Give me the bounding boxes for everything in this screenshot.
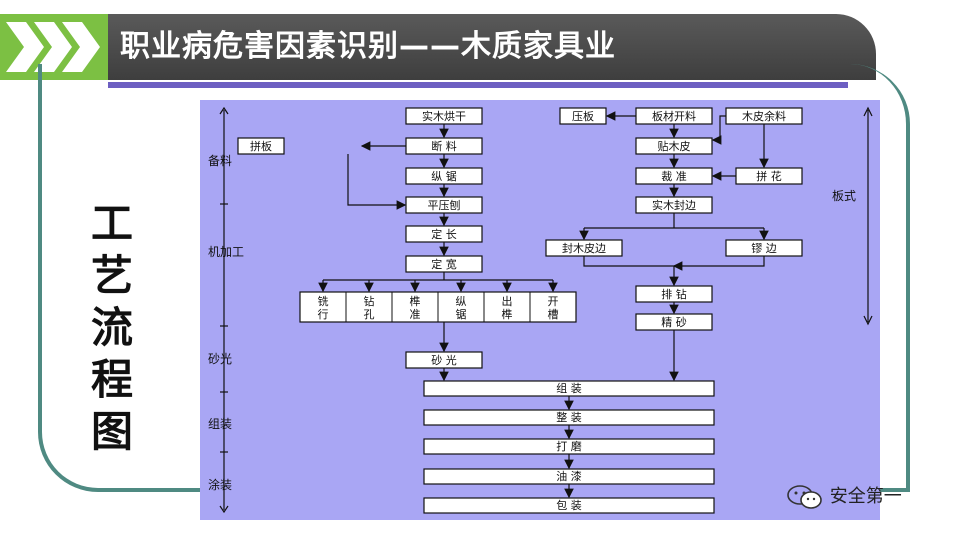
process-label: 贴木皮 [658,139,691,153]
operation-label: 榫 [502,307,513,321]
process-label: 拼 花 [756,169,782,183]
stage-label: 砂光 [208,352,232,366]
operation-label: 出 [502,294,513,308]
operation-label: 钻 [364,294,375,308]
title-bar [108,14,876,80]
chevron-icon [6,22,100,72]
wechat-icon [787,485,822,509]
panel-timeline [863,106,873,326]
process-label: 板材开料 [652,109,696,123]
stage-label: 机加工 [208,245,244,259]
fan-out-arrows [318,280,558,293]
operation-label: 开 [548,295,559,308]
process-label: 整 装 [556,410,582,424]
side-title-char: 艺 [90,251,133,300]
side-title-char: 程 [90,355,133,404]
operation-label: 准 [410,308,421,321]
watermark: 安全第一 [786,482,902,510]
operation-label: 榫 [410,294,421,308]
process-label: 排 钻 [661,287,687,301]
fan-out-lines [323,272,553,281]
operation-label: 纵 [456,295,467,308]
process-label: 封木皮边 [562,241,606,255]
process-label: 平压刨 [428,198,461,212]
flow-arrows-right [579,111,769,382]
process-label: 断 料 [431,139,457,153]
process-label: 砂 光 [431,353,457,367]
side-title-char: 流 [90,303,133,352]
stage-label: 备料 [208,154,232,168]
process-label: 纵 锯 [431,169,457,183]
slide-title: 职业病危害因素识别——木质家具业 [120,29,616,64]
side-title-char: 图 [90,407,133,456]
operation-label: 槽 [548,308,559,321]
process-flow-diagram: 备料 机加工 砂光 组装 涂装 板式 拼板 实木烘干 断 料 纵 锯 平压刨 定… [200,100,880,520]
split-lines [584,213,764,229]
process-label: 定 宽 [431,257,457,271]
flow-arrows-left [347,124,449,353]
watermark-text: 安全第一 [829,486,902,507]
panel-label: 板式 [832,189,856,203]
operation-label: 铣 [318,294,329,308]
stage-label: 涂装 [208,477,232,492]
process-label: 木皮余料 [742,109,786,123]
operation-label: 锯 [456,307,467,321]
process-label: 实木烘干 [422,109,466,123]
process-label: 定 长 [431,227,457,241]
process-label: 打 磨 [556,439,582,453]
stage-label: 组装 [208,417,232,431]
process-label: 组 装 [556,381,582,395]
process-label: 镠 边 [751,241,777,255]
header-chevron-block [0,14,108,80]
side-title: 工 艺 流 程 图 [82,198,142,458]
stage-timeline [219,106,229,514]
operation-label: 行 [318,308,329,321]
side-title-char: 工 [90,199,133,248]
process-label: 实木封边 [652,198,696,212]
process-label: 包 装 [556,499,582,512]
title-underline [108,82,848,88]
process-label: 拼板 [250,139,272,153]
process-box [237,137,285,155]
process-label: 压板 [572,109,594,123]
process-label: 裁 准 [661,170,687,183]
flow-arrows-common [439,368,574,499]
process-label: 油 漆 [556,469,582,483]
process-label: 精 砂 [661,316,687,329]
operation-label: 孔 [364,308,375,321]
